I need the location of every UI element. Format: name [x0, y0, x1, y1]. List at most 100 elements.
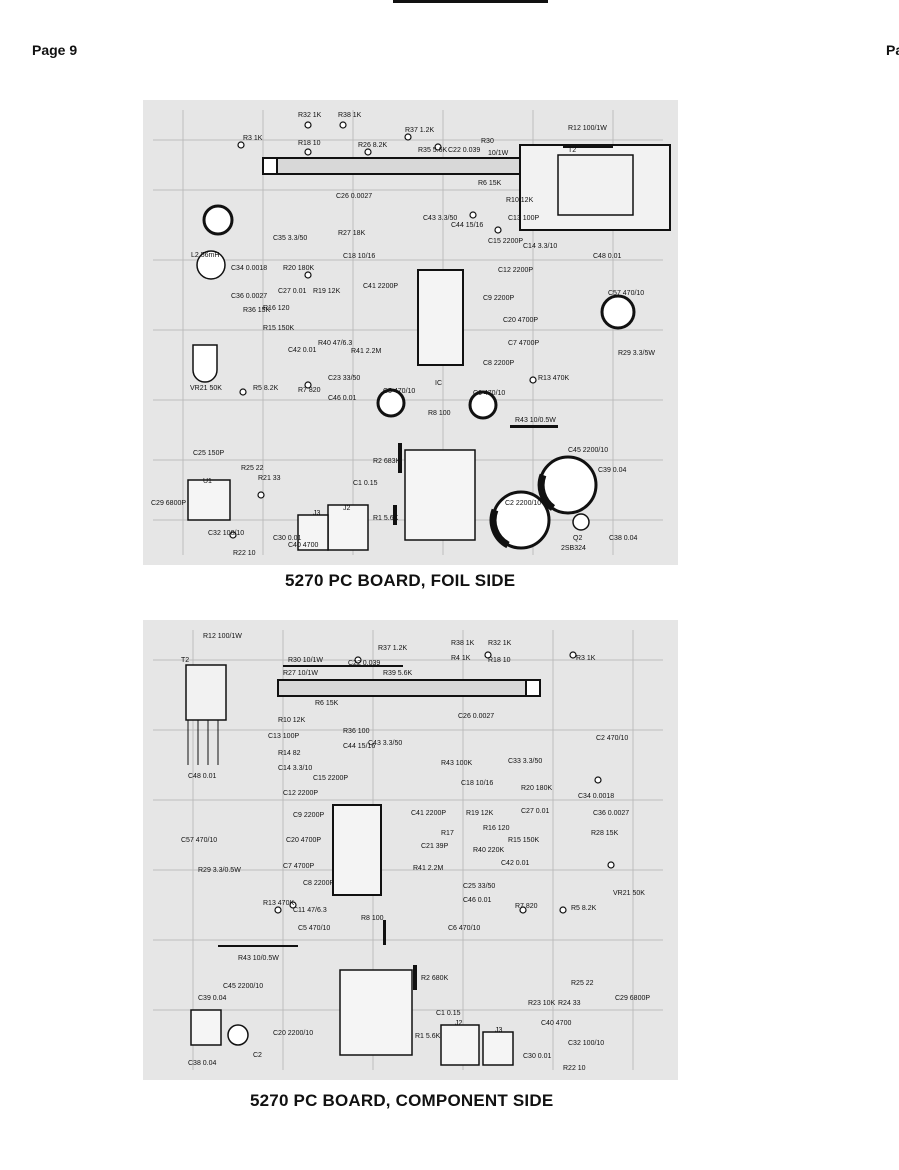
component-ferrite-rod [277, 679, 541, 697]
svg-text:R32 1K: R32 1K [488, 640, 512, 647]
svg-text:R15 150K: R15 150K [508, 837, 539, 844]
svg-text:10/1W: 10/1W [488, 150, 509, 157]
svg-text:C42 0.01: C42 0.01 [501, 860, 530, 867]
svg-text:R22 10: R22 10 [563, 1065, 586, 1072]
svg-text:C36 0.0027: C36 0.0027 [231, 293, 267, 300]
svg-text:R15 150K: R15 150K [263, 325, 294, 332]
svg-text:C32 100/10: C32 100/10 [208, 530, 244, 537]
svg-text:J2: J2 [343, 505, 351, 512]
svg-text:R39 5.6K: R39 5.6K [383, 670, 413, 677]
svg-text:C2 2200/10: C2 2200/10 [505, 500, 541, 507]
svg-text:R36 15K: R36 15K [243, 307, 271, 314]
svg-text:L2 56mH: L2 56mH [191, 252, 219, 259]
svg-text:C25 150P: C25 150P [193, 450, 224, 457]
svg-text:C20 4700P: C20 4700P [503, 317, 538, 324]
svg-text:R7 820: R7 820 [298, 387, 321, 394]
svg-text:R2 680K: R2 680K [421, 975, 449, 982]
svg-text:C45 2200/10: C45 2200/10 [568, 447, 608, 454]
svg-text:R29 3.3/5W: R29 3.3/5W [618, 350, 655, 357]
svg-text:C40 4700: C40 4700 [288, 542, 318, 549]
svg-text:C2: C2 [253, 1052, 262, 1059]
svg-text:C6 470/10: C6 470/10 [448, 925, 480, 932]
svg-text:R1 5.6K: R1 5.6K [373, 515, 399, 522]
svg-text:R43 10/0.5W: R43 10/0.5W [515, 417, 556, 424]
svg-text:C9 2200P: C9 2200P [483, 295, 514, 302]
svg-text:C41 2200P: C41 2200P [363, 283, 398, 290]
foil-module-block [404, 449, 476, 541]
svg-text:J2: J2 [455, 1020, 463, 1027]
svg-text:R28 15K: R28 15K [591, 830, 619, 837]
svg-text:C26 0.0027: C26 0.0027 [458, 713, 494, 720]
svg-text:R8 100: R8 100 [361, 915, 384, 922]
svg-text:R37 1.2K: R37 1.2K [405, 127, 435, 134]
svg-text:C40 4700: C40 4700 [541, 1020, 571, 1027]
svg-text:R40 47/6.3: R40 47/6.3 [318, 340, 352, 347]
svg-text:C9 2200P: C9 2200P [293, 812, 324, 819]
svg-text:U1: U1 [203, 478, 212, 485]
svg-text:R40 220K: R40 220K [473, 847, 504, 854]
svg-text:C34 0.0018: C34 0.0018 [578, 793, 614, 800]
svg-text:R35 5.6K: R35 5.6K [418, 147, 448, 154]
svg-text:R36 100: R36 100 [343, 728, 370, 735]
svg-text:T2: T2 [568, 147, 576, 154]
svg-text:R7 820: R7 820 [515, 903, 538, 910]
svg-text:R14 82: R14 82 [278, 750, 301, 757]
svg-text:C21 39P: C21 39P [421, 843, 449, 850]
svg-text:C48 0.01: C48 0.01 [188, 773, 217, 780]
svg-text:R43 10/0.5W: R43 10/0.5W [238, 955, 279, 962]
foil-ferrite-rod [262, 157, 534, 175]
component-ic-chip [332, 804, 382, 896]
svg-text:C57 470/10: C57 470/10 [181, 837, 217, 844]
svg-text:R19 12K: R19 12K [466, 810, 494, 817]
svg-text:R5 8.2K: R5 8.2K [253, 385, 279, 392]
svg-text:R17: R17 [441, 830, 454, 837]
svg-text:C41 2200P: C41 2200P [411, 810, 446, 817]
svg-text:R26 8.2K: R26 8.2K [358, 142, 388, 149]
svg-text:C5 470/10: C5 470/10 [298, 925, 330, 932]
svg-text:R10 12K: R10 12K [506, 197, 534, 204]
svg-text:R6 15K: R6 15K [315, 700, 339, 707]
svg-text:C7 4700P: C7 4700P [283, 863, 314, 870]
svg-text:C39 0.04: C39 0.04 [198, 995, 227, 1002]
svg-text:R25 22: R25 22 [571, 980, 594, 987]
foil-ic-chip [417, 269, 464, 366]
svg-text:C46 0.01: C46 0.01 [328, 395, 357, 402]
page-number: Page 9 [32, 42, 78, 58]
svg-text:C36 0.0027: C36 0.0027 [593, 810, 629, 817]
svg-text:C7 4700P: C7 4700P [508, 340, 539, 347]
svg-text:R3 1K: R3 1K [576, 655, 596, 662]
svg-text:C29 6800P: C29 6800P [151, 500, 186, 507]
svg-text:R38 1K: R38 1K [451, 640, 475, 647]
svg-text:R21 33: R21 33 [258, 475, 281, 482]
svg-text:C2 470/10: C2 470/10 [596, 735, 628, 742]
svg-text:C14 3.3/10: C14 3.3/10 [523, 243, 557, 250]
svg-text:C8 2200P: C8 2200P [303, 880, 334, 887]
svg-text:R37 1.2K: R37 1.2K [378, 645, 408, 652]
svg-text:R8 100: R8 100 [428, 410, 451, 417]
svg-text:C15 2200P: C15 2200P [313, 775, 348, 782]
svg-text:C43 3.3/50: C43 3.3/50 [423, 215, 457, 222]
svg-text:R38 1K: R38 1K [338, 112, 362, 119]
svg-text:C38 0.04: C38 0.04 [609, 535, 638, 542]
svg-text:R23 10K: R23 10K [528, 1000, 556, 1007]
svg-text:C32 100/10: C32 100/10 [568, 1040, 604, 1047]
svg-text:R30 10/1W: R30 10/1W [288, 657, 323, 664]
svg-text:R5 8.2K: R5 8.2K [571, 905, 597, 912]
svg-text:R24 33: R24 33 [558, 1000, 581, 1007]
component-side-caption: 5270 PC BOARD, COMPONENT SIDE [250, 1091, 554, 1110]
svg-text:R32 1K: R32 1K [298, 112, 322, 119]
svg-text:C29 6800P: C29 6800P [615, 995, 650, 1002]
svg-text:C1 0.15: C1 0.15 [436, 1010, 461, 1017]
svg-text:R27 10/1W: R27 10/1W [283, 670, 318, 677]
svg-text:C5 470/10: C5 470/10 [383, 388, 415, 395]
svg-text:C25 33/50: C25 33/50 [463, 883, 495, 890]
svg-text:C18 10/16: C18 10/16 [461, 780, 493, 787]
svg-text:C1 0.15: C1 0.15 [353, 480, 378, 487]
svg-text:C44 15/16: C44 15/16 [451, 222, 483, 229]
svg-text:C26 0.0027: C26 0.0027 [336, 193, 372, 200]
svg-text:R29 3.3/0.5W: R29 3.3/0.5W [198, 867, 241, 874]
svg-text:R12 100/1W: R12 100/1W [568, 125, 607, 132]
svg-text:C43 3.3/50: C43 3.3/50 [368, 740, 402, 747]
